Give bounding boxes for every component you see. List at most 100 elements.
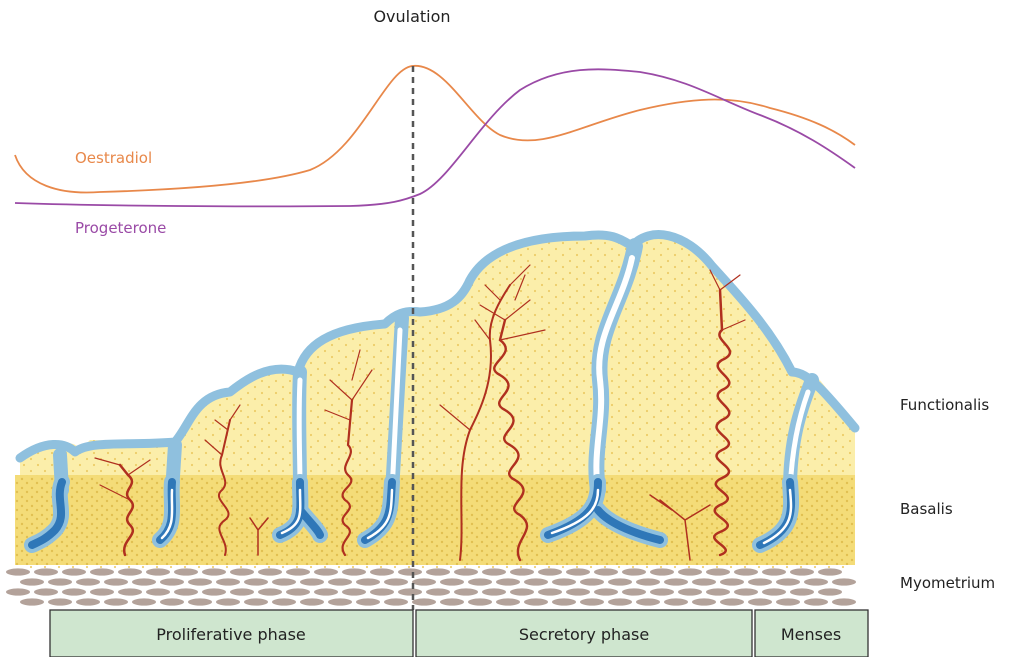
muscle-cell [76,598,100,605]
muscle-cell [244,598,268,605]
muscle-cell [748,598,772,605]
muscle-cell [328,598,352,605]
muscle-cell [776,598,800,605]
muscle-cell [370,588,394,595]
muscle-cell [412,578,436,585]
muscle-cell [314,588,338,595]
secretory-phase-label: Secretory phase [519,625,649,644]
muscle-cell [510,588,534,595]
muscle-cell [482,588,506,595]
muscle-cell [608,598,632,605]
muscle-cell [524,598,548,605]
muscle-cell [706,588,730,595]
muscle-cell [608,578,632,585]
oestradiol-label: Oestradiol [75,149,152,167]
muscle-cell [20,598,44,605]
muscle-cell [594,588,618,595]
muscle-cell [426,588,450,595]
muscle-cell [454,588,478,595]
muscle-cell [300,578,324,585]
muscle-cell [692,598,716,605]
muscle-cell [566,588,590,595]
progesterone-curve [15,69,855,206]
proliferative-phase-label: Proliferative phase [156,625,306,644]
muscle-cell [748,578,772,585]
muscle-cell [286,588,310,595]
muscle-cell [48,578,72,585]
myometrium-layer [6,565,856,610]
muscle-cell [692,578,716,585]
muscle-cell [132,598,156,605]
functionalis-label: Functionalis [900,396,989,414]
muscle-cell [832,578,856,585]
muscle-cell [160,578,184,585]
muscle-cell [188,598,212,605]
muscle-cell [664,598,688,605]
muscle-cell [762,588,786,595]
muscle-cell [104,578,128,585]
muscle-cell [650,588,674,595]
muscle-cell [580,598,604,605]
muscle-cell [258,588,282,595]
muscle-cell [48,598,72,605]
muscle-cell [6,588,30,595]
muscle-cell [678,588,702,595]
muscle-cell [636,578,660,585]
muscle-cell [342,588,366,595]
muscle-cell [496,598,520,605]
muscle-cell [174,588,198,595]
muscle-cell [440,578,464,585]
muscle-cell [398,588,422,595]
myometrium-label: Myometrium [900,574,995,592]
muscle-cell [664,578,688,585]
muscle-cell [412,598,436,605]
muscle-cell [384,598,408,605]
muscle-cell [216,598,240,605]
muscle-cell [524,578,548,585]
muscle-cell [62,588,86,595]
muscle-cell [552,598,576,605]
muscle-cell [20,578,44,585]
muscle-cell [272,578,296,585]
muscle-cell [776,578,800,585]
muscle-cell [188,578,212,585]
muscle-cell [34,588,58,595]
muscle-cell [468,578,492,585]
muscle-cell [356,578,380,585]
muscle-cell [356,598,380,605]
muscle-cell [90,588,114,595]
muscle-cell [146,588,170,595]
muscle-cell [832,598,856,605]
muscle-cell [804,578,828,585]
muscle-cell [622,588,646,595]
ovulation-label: Ovulation [373,7,450,26]
muscle-cell [216,578,240,585]
muscle-cell [720,578,744,585]
muscle-cell [132,578,156,585]
muscle-cell [580,578,604,585]
menses-label: Menses [781,625,841,644]
muscle-cell [552,578,576,585]
muscle-cell [734,588,758,595]
muscle-cell [468,598,492,605]
muscle-cell [230,588,254,595]
muscle-cell [328,578,352,585]
muscle-cell [538,588,562,595]
oestradiol-curve [15,66,855,193]
muscle-cell [76,578,100,585]
muscle-cell [244,578,268,585]
muscle-cell [300,598,324,605]
muscle-cell [160,598,184,605]
muscle-cell [118,588,142,595]
muscle-cell [818,588,842,595]
muscle-cell [804,598,828,605]
muscle-cell [202,588,226,595]
muscle-cell [440,598,464,605]
muscle-cell [790,588,814,595]
muscle-cell [272,598,296,605]
muscle-cell [496,578,520,585]
progesterone-label: Progeterone [75,219,166,237]
muscle-cell [384,578,408,585]
